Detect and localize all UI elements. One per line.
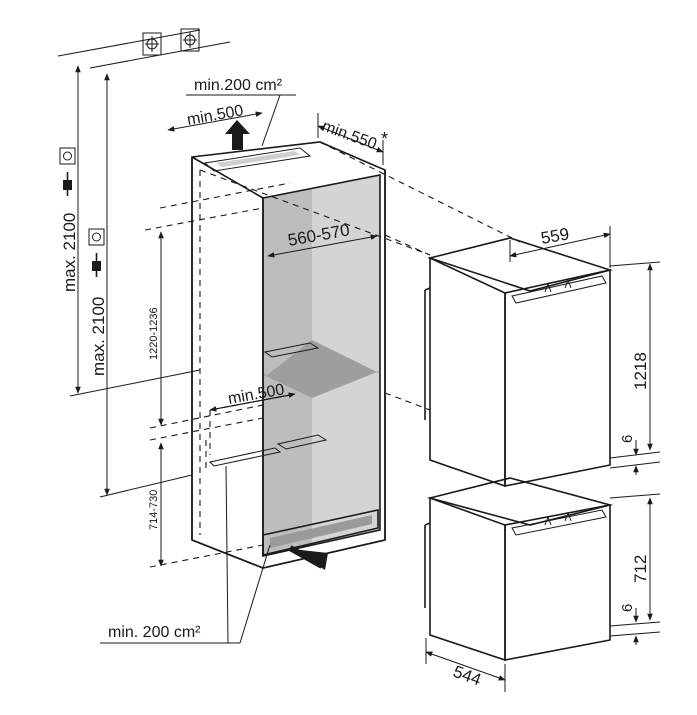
lower-height-label: 714-730 bbox=[148, 490, 160, 530]
water-connection-icon-2 bbox=[180, 28, 200, 52]
min-200-bottom-leader-2 bbox=[239, 544, 271, 644]
min-500-top-dimension bbox=[167, 111, 263, 132]
width-559-dimension bbox=[509, 232, 611, 258]
projection-line-2 bbox=[319, 141, 521, 243]
air-inlet-arrow bbox=[288, 545, 328, 570]
projection-line-7 bbox=[149, 404, 264, 429]
lower-appliance bbox=[424, 477, 614, 662]
min-550-dimension bbox=[317, 125, 384, 153]
socket-icon-2 bbox=[88, 228, 105, 246]
max-2100-dimension-b bbox=[89, 41, 231, 498]
plug-icon bbox=[63, 172, 72, 196]
width-559-label: 559 bbox=[539, 224, 570, 248]
min-200-top-leader bbox=[261, 94, 281, 147]
max-2100-label-a: max. 2100 bbox=[60, 213, 79, 292]
projection-line-3 bbox=[384, 234, 431, 256]
projection-line-1 bbox=[199, 169, 431, 256]
height-712-label: 712 bbox=[631, 555, 650, 583]
height-1218-label: 1218 bbox=[631, 352, 650, 390]
projection-line-8 bbox=[149, 417, 264, 441]
projection-line-9 bbox=[149, 544, 264, 568]
plug-icon-2 bbox=[92, 253, 101, 277]
min-200-top-label: min.200 cm² bbox=[194, 77, 283, 94]
max-2100-dimension-a bbox=[57, 29, 201, 397]
upper-appliance bbox=[424, 237, 613, 488]
socket-icon bbox=[59, 147, 76, 165]
gap-6-lower-label: 6 bbox=[619, 604, 636, 612]
air-outlet-arrow bbox=[225, 120, 250, 150]
depth-544-dimension bbox=[425, 651, 506, 681]
shelf-min-500-dimension bbox=[209, 392, 296, 412]
gap-6-upper-label: 6 bbox=[619, 435, 636, 443]
projection-line-5 bbox=[159, 182, 291, 209]
max-2100-label-b: max. 2100 bbox=[89, 297, 108, 376]
water-connection-icon bbox=[142, 32, 162, 56]
min-200-bottom-label: min. 200 cm² bbox=[108, 624, 201, 641]
projection-line-4 bbox=[384, 392, 431, 411]
niche-cabinet bbox=[191, 141, 386, 569]
depth-544-label: 544 bbox=[451, 662, 484, 690]
niche-height-label: 1220-1236 bbox=[148, 307, 160, 360]
niche-width-dimension bbox=[267, 234, 378, 258]
projection-line-6 bbox=[144, 207, 264, 231]
min-200-bottom-leader-1 bbox=[225, 465, 229, 644]
min-550-label: min.550 bbox=[320, 118, 379, 153]
min-550-asterisk: * bbox=[381, 129, 388, 149]
